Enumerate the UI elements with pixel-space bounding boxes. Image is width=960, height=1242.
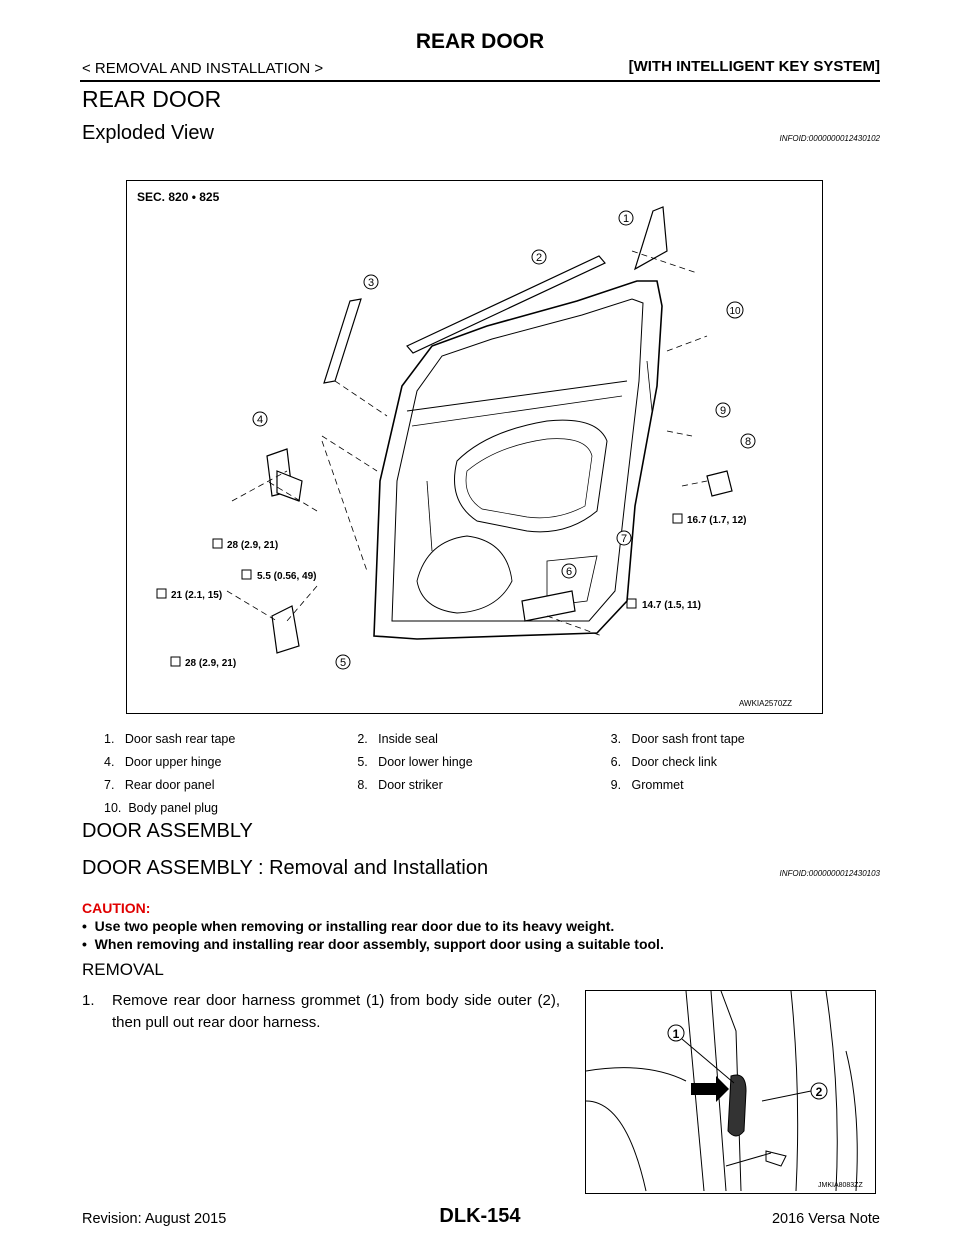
legend-item: 10. Body panel plug [104,801,218,815]
door-assembly-subtitle: DOOR ASSEMBLY : Removal and Installation [82,857,489,879]
caution-item-1: • Use two people when removing or instal… [82,918,615,934]
legend-item: 7. Rear door panel [104,778,215,792]
door-assembly-title: DOOR ASSEMBLY [82,820,253,842]
exploded-view-title: Exploded View [82,122,214,144]
removal-step-1: 1. Remove rear door harness grommet (1) … [82,990,560,1034]
callouts: 1 2 3 4 5 6 7 8 9 10 [252,210,756,670]
legend-item: 1. Door sash rear tape [104,732,236,746]
grommet-drawing: 1 2 JMKIA8083ZZ [586,991,863,1192]
torque-label-5: 14.7 (1.5, 11) [642,600,701,611]
door-sash-rear-tape-drawing [633,206,668,271]
step-number: 1. [82,992,95,1009]
callout-7: 7 [621,533,627,545]
parts-legend: 1. Door sash rear tape 2. Inside seal 3.… [104,732,864,824]
legend-item: 5. Door lower hinge [357,755,473,769]
callout-8: 8 [745,436,751,448]
callout-2: 2 [536,252,542,264]
header-section-label: < REMOVAL AND INSTALLATION > [82,60,324,77]
caution-label: CAUTION: [82,900,151,916]
legend-row: 4. Door upper hinge 5. Door lower hinge … [104,755,864,778]
header-rule [80,80,880,82]
caution-item-2: • When removing and installing rear door… [82,936,664,952]
legend-item: 8. Door striker [357,778,443,792]
sec-label: SEC. 820 • 825 [137,190,220,204]
callout-6: 6 [566,566,572,578]
legend-item: 9. Grommet [610,778,684,792]
photo-code: JMKIA8083ZZ [818,1182,863,1189]
exploded-view-figure: SEC. 820 • 825 [126,180,823,714]
check-link-drawing [521,590,576,622]
footer-revision: Revision: August 2015 [82,1211,227,1227]
legend-item: 3. Door sash front tape [610,732,745,746]
photo-callout-2: 2 [816,1085,823,1099]
door-sash-front-tape-drawing [323,298,362,384]
figure-code: AWKIA2570ZZ [739,699,792,708]
legend-item: 4. Door upper hinge [104,755,222,769]
legend-row: 10. Body panel plug [104,801,864,824]
exploded-view-drawing: SEC. 820 • 825 [137,190,792,708]
grommet-part [727,1074,747,1137]
rear-door-panel-drawing [373,280,663,640]
legend-row: 7. Rear door panel 8. Door striker 9. Gr… [104,778,864,801]
door-assembly-infoid: INFOID:0000000012430103 [779,869,880,878]
callout-5: 5 [340,657,346,669]
torque-label-6: 28 (2.9, 21) [185,658,236,669]
header-system-label: [WITH INTELLIGENT KEY SYSTEM] [628,58,880,75]
direction-arrow-icon [691,1076,729,1102]
callout-4: 4 [257,414,263,426]
legend-row: 1. Door sash rear tape 2. Inside seal 3.… [104,732,864,755]
inside-seal-drawing [406,255,606,354]
footer-model: 2016 Versa Note [771,1211,880,1227]
torque-label-1: 16.7 (1.7, 12) [687,515,746,526]
callout-3: 3 [368,277,374,289]
footer-page-number: DLK-154 [439,1205,521,1227]
exploded-infoid: INFOID:0000000012430102 [779,134,880,143]
torque-label-4: 21 (2.1, 15) [171,590,222,601]
callout-1: 1 [623,213,629,225]
section-title: REAR DOOR [82,86,222,112]
striker-drawing [706,470,733,497]
step-text: Remove rear door harness grommet (1) fro… [112,992,560,1031]
torque-label-3: 5.5 (0.56, 49) [257,571,316,582]
torque-label-2: 28 (2.9, 21) [227,540,278,551]
callout-10: 10 [729,306,741,317]
callout-9: 9 [720,405,726,417]
grommet-illustration: 1 2 JMKIA8083ZZ [585,990,876,1194]
lower-hinge-drawing [271,605,300,654]
page-header-title: REAR DOOR [415,30,545,53]
legend-item: 2. Inside seal [357,732,438,746]
legend-item: 6. Door check link [610,755,717,769]
removal-title: REMOVAL [82,960,164,979]
photo-callout-1: 1 [673,1027,680,1041]
